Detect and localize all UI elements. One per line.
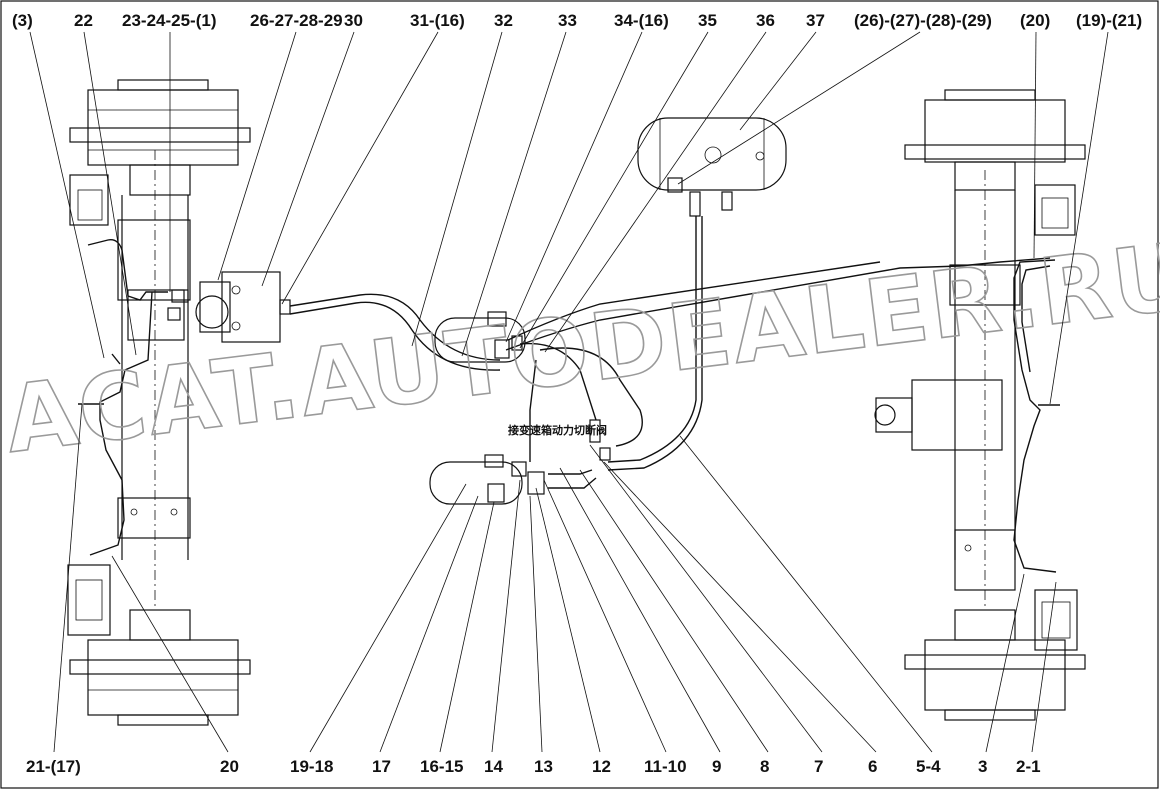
callout-label: 30 xyxy=(344,11,363,30)
callout-label: (20) xyxy=(1020,11,1050,30)
callout-label: 26-27-28-29 xyxy=(250,11,343,30)
callout-label: 9 xyxy=(712,757,721,776)
right-axle-assembly xyxy=(874,89,1086,721)
callout-label: 17 xyxy=(372,757,391,776)
callout-label: 35 xyxy=(698,11,717,30)
callout-label: 20 xyxy=(220,757,239,776)
callout-label: 14 xyxy=(484,757,503,776)
callout-label: 3 xyxy=(978,757,987,776)
callout-label: 5-4 xyxy=(916,757,941,776)
callout-label: 8 xyxy=(760,757,769,776)
callout-label: 32 xyxy=(494,11,513,30)
callout-label: 13 xyxy=(534,757,553,776)
callout-label: 12 xyxy=(592,757,611,776)
callout-label: 34-(16) xyxy=(614,11,669,30)
brake-valve-unit xyxy=(167,271,291,343)
callout-label: (19)-(21) xyxy=(1076,11,1142,30)
callout-label: 23-24-25-(1) xyxy=(122,11,217,30)
callout-label: 16-15 xyxy=(420,757,463,776)
left-axle-assembly xyxy=(67,79,251,726)
callout-label: 31-(16) xyxy=(410,11,465,30)
callout-label: 19-18 xyxy=(290,757,333,776)
bottom-callout-labels: 21-(17) 20 19-18 17 16-15 14 13 12 11-10… xyxy=(26,757,1041,776)
callout-label: 36 xyxy=(756,11,775,30)
air-pipes xyxy=(78,216,1060,573)
callout-label: 6 xyxy=(868,757,877,776)
callout-label: 37 xyxy=(806,11,825,30)
callout-label: 22 xyxy=(74,11,93,30)
center-valve-brackets xyxy=(429,311,611,505)
air-reservoir-tank xyxy=(637,117,787,217)
top-callout-labels: (3) 22 23-24-25-(1) 26-27-28-29 30 31-(1… xyxy=(12,11,1142,30)
top-leader-lines xyxy=(29,31,1109,405)
bottom-leader-lines xyxy=(53,403,1057,753)
valve-note: 接变速箱动力切断阀 xyxy=(508,423,607,437)
callout-label: 2-1 xyxy=(1016,757,1041,776)
callout-label: (3) xyxy=(12,11,33,30)
callout-label: (26)-(27)-(28)-(29) xyxy=(854,11,992,30)
callout-label: 33 xyxy=(558,11,577,30)
callout-label: 11-10 xyxy=(644,757,687,776)
callout-label: 21-(17) xyxy=(26,757,81,776)
callout-label: 7 xyxy=(814,757,823,776)
